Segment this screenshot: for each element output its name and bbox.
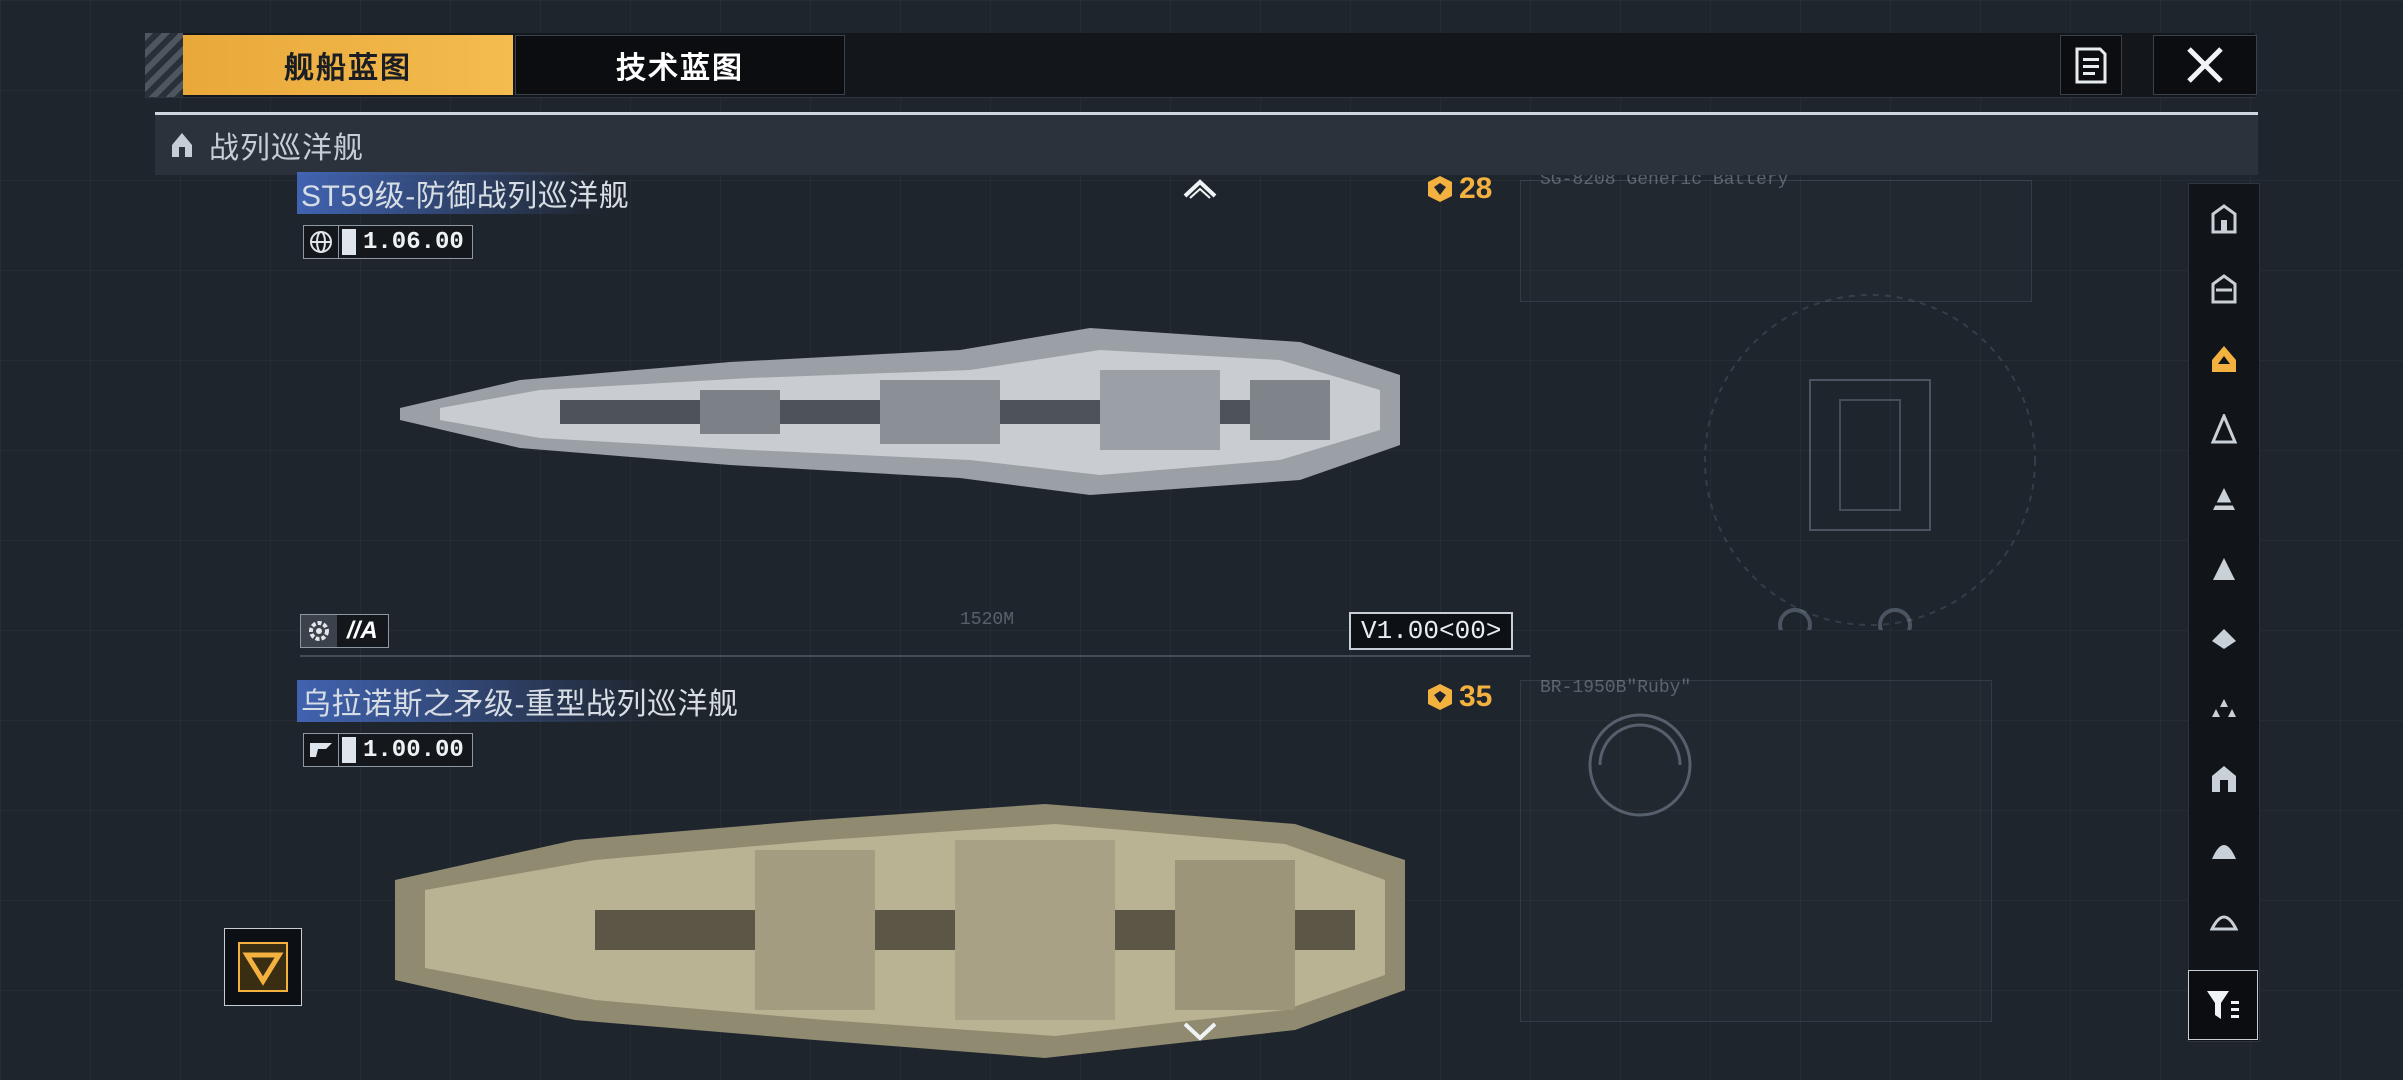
nav-cruiser[interactable] (2189, 394, 2259, 464)
version-value: 1.00.00 (363, 736, 464, 764)
support-icon (2212, 845, 2236, 859)
tab-ship-blueprint[interactable]: 舰船蓝图 (183, 35, 513, 95)
ship-class-nav (2188, 183, 2260, 1042)
tab-bar-stripe (145, 33, 183, 97)
blueprint-gauge (1588, 713, 1692, 817)
ship-cost: 35 (1425, 680, 1492, 714)
station-icon (2212, 766, 2236, 792)
ruler-line (300, 655, 1530, 657)
cost-value: 28 (1459, 172, 1493, 205)
nav-battlecruiser[interactable] (2189, 324, 2259, 394)
faction-icon (304, 734, 339, 766)
ship-name: ST59级-防御战列巡洋舰 (297, 172, 731, 214)
scroll-down-icon[interactable] (1182, 1020, 1218, 1044)
carrier-icon (2211, 204, 2237, 234)
section-title: 战列巡洋舰 (209, 132, 364, 165)
nav-other[interactable] (2189, 884, 2259, 954)
blueprint-length-label: 1520M (960, 610, 1015, 630)
globe-icon (304, 226, 339, 258)
blueprint-panel-1 (1520, 180, 2032, 302)
ship-cost: 28 (1425, 172, 1492, 206)
cost-value: 35 (1459, 680, 1493, 713)
battlecruiser-icon (2212, 346, 2236, 372)
section-header: 战列巡洋舰 (155, 112, 2258, 175)
version-chip: 1.06.00 (303, 225, 473, 259)
other-class-icon (2210, 915, 2238, 931)
nav-support[interactable] (2189, 814, 2259, 884)
filter-button[interactable] (2188, 970, 2258, 1040)
destroyer-icon (2213, 488, 2235, 510)
nav-station[interactable] (2189, 744, 2259, 814)
nav-battleship[interactable] (2189, 254, 2259, 324)
blueprint-panel-2 (1520, 680, 1992, 1022)
version-tag (342, 737, 356, 763)
blueprint-version: V1.00<00> (1349, 612, 1514, 650)
cost-icon (1428, 176, 1452, 202)
cost-icon (1428, 684, 1452, 710)
ship-name: 乌拉诺斯之矛级-重型战列巡洋舰 (297, 680, 811, 722)
top-tab-bar: 舰船蓝图 技术蓝图 (145, 33, 2257, 98)
gear-icon (301, 615, 337, 647)
battleship-icon (2211, 274, 2237, 304)
frigate-icon (2213, 558, 2235, 580)
aircraft-icon (2212, 699, 2236, 717)
rank-badge[interactable] (224, 928, 302, 1006)
blueprint-text-2: BR-1950B"Ruby" (1540, 678, 1692, 698)
cruiser-icon (2211, 414, 2237, 444)
nav-carrier[interactable] (2189, 184, 2259, 254)
version-chip: 1.00.00 (303, 733, 473, 767)
version-tag (342, 229, 356, 255)
document-icon (2075, 47, 2107, 84)
corvette-icon (2212, 629, 2236, 649)
nav-corvette[interactable] (2189, 604, 2259, 674)
ship-image (395, 804, 1405, 1058)
scroll-up-icon[interactable] (1182, 176, 1218, 200)
close-button[interactable] (2153, 35, 2257, 95)
nav-aircraft[interactable] (2189, 674, 2259, 744)
grade-value: //A (347, 617, 378, 644)
version-value: 1.06.00 (363, 228, 464, 256)
nav-destroyer[interactable] (2189, 464, 2259, 534)
ship-image (400, 328, 1400, 495)
filter-icon (2207, 991, 2239, 1019)
grade-chip: //A (300, 614, 389, 648)
battlecruiser-icon (167, 130, 197, 160)
blueprint-text: SG-8208 Generic Battery (1540, 170, 1789, 190)
blueprint-circle (1704, 294, 2036, 630)
nav-frigate[interactable] (2189, 534, 2259, 604)
tab-tech-blueprint[interactable]: 技术蓝图 (515, 35, 845, 95)
document-button[interactable] (2060, 35, 2122, 95)
close-icon (2187, 47, 2223, 83)
rank-chevron-icon (238, 942, 288, 992)
